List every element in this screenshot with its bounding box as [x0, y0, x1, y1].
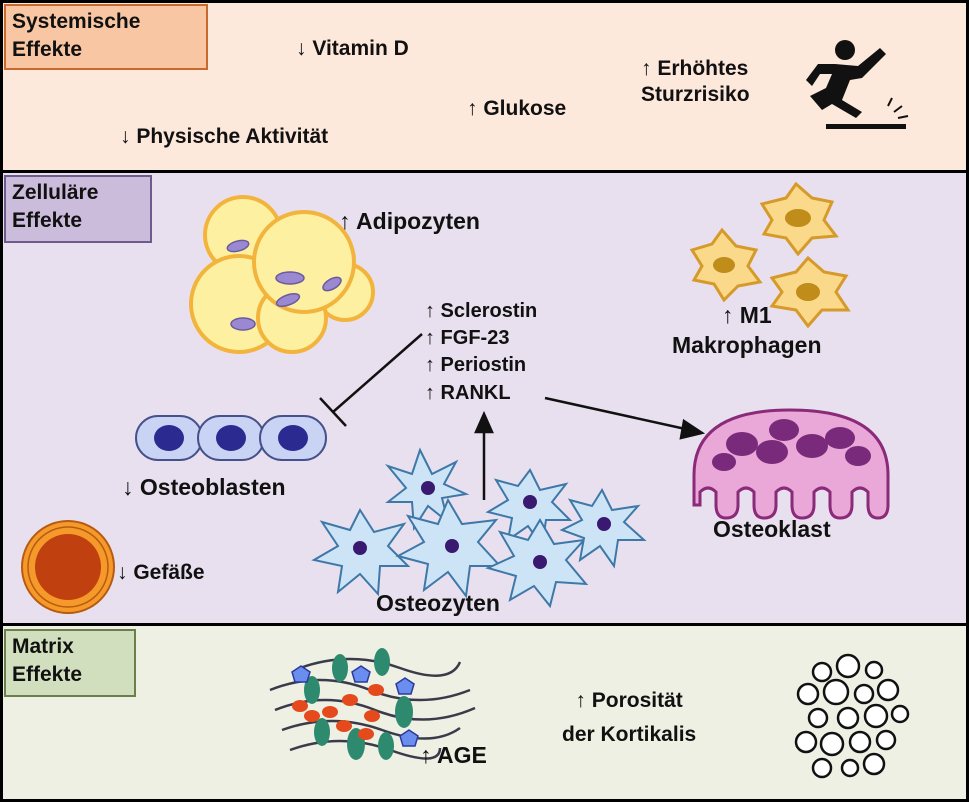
vessels-label: ↓ Gefäße: [117, 561, 205, 584]
matrix-panel: [0, 623, 969, 802]
age-crosslinks: [292, 684, 384, 740]
factor-sclerostin: ↑ Sclerostin: [425, 300, 538, 322]
osteoclast-cell: [692, 408, 890, 520]
fall-hazard-icon: [806, 40, 909, 129]
age-label: ↑ AGE: [420, 742, 487, 768]
osteocytes-label: Osteozyten: [376, 590, 500, 616]
factor-periostin: ↑ Periostin: [425, 354, 527, 376]
fall-risk-label: ↑ Erhöhtes Sturzrisiko: [641, 57, 750, 106]
activation-arrow-icon: [474, 396, 706, 500]
osteoblasts-label: ↓ Osteoblasten: [122, 474, 286, 500]
cellular-tag: Zelluläre Effekte: [4, 175, 152, 243]
vitamin-d-label: ↓ Vitamin D: [296, 37, 409, 60]
matrix-tag: Matrix Effekte: [4, 629, 136, 697]
macrophages-label: ↑ M1 Makrophagen: [672, 302, 822, 358]
factor-fgf23: ↑ FGF-23: [425, 327, 510, 349]
adipocyte-nuclei: [226, 239, 342, 331]
osteocyte-cells: [311, 447, 647, 609]
inhibition-arrow-icon: [319, 333, 423, 427]
adipocytes-label: ↑ Adipozyten: [339, 208, 480, 234]
porosity-label: ↑ Porosität der Kortikalis: [562, 689, 697, 746]
activity-label: ↓ Physische Aktivität: [120, 125, 329, 148]
glucose-label: ↑ Glukose: [467, 97, 567, 120]
factor-rankl: ↑ RANKL: [425, 382, 511, 404]
age-fibers: [304, 648, 413, 760]
age-pentagons: [291, 665, 419, 747]
porosity-circles: [794, 653, 910, 779]
osteoclast-label: Osteoklast: [713, 516, 831, 542]
vessel-cross-section: [21, 520, 115, 614]
systemic-tag: Systemische Effekte: [4, 4, 208, 70]
